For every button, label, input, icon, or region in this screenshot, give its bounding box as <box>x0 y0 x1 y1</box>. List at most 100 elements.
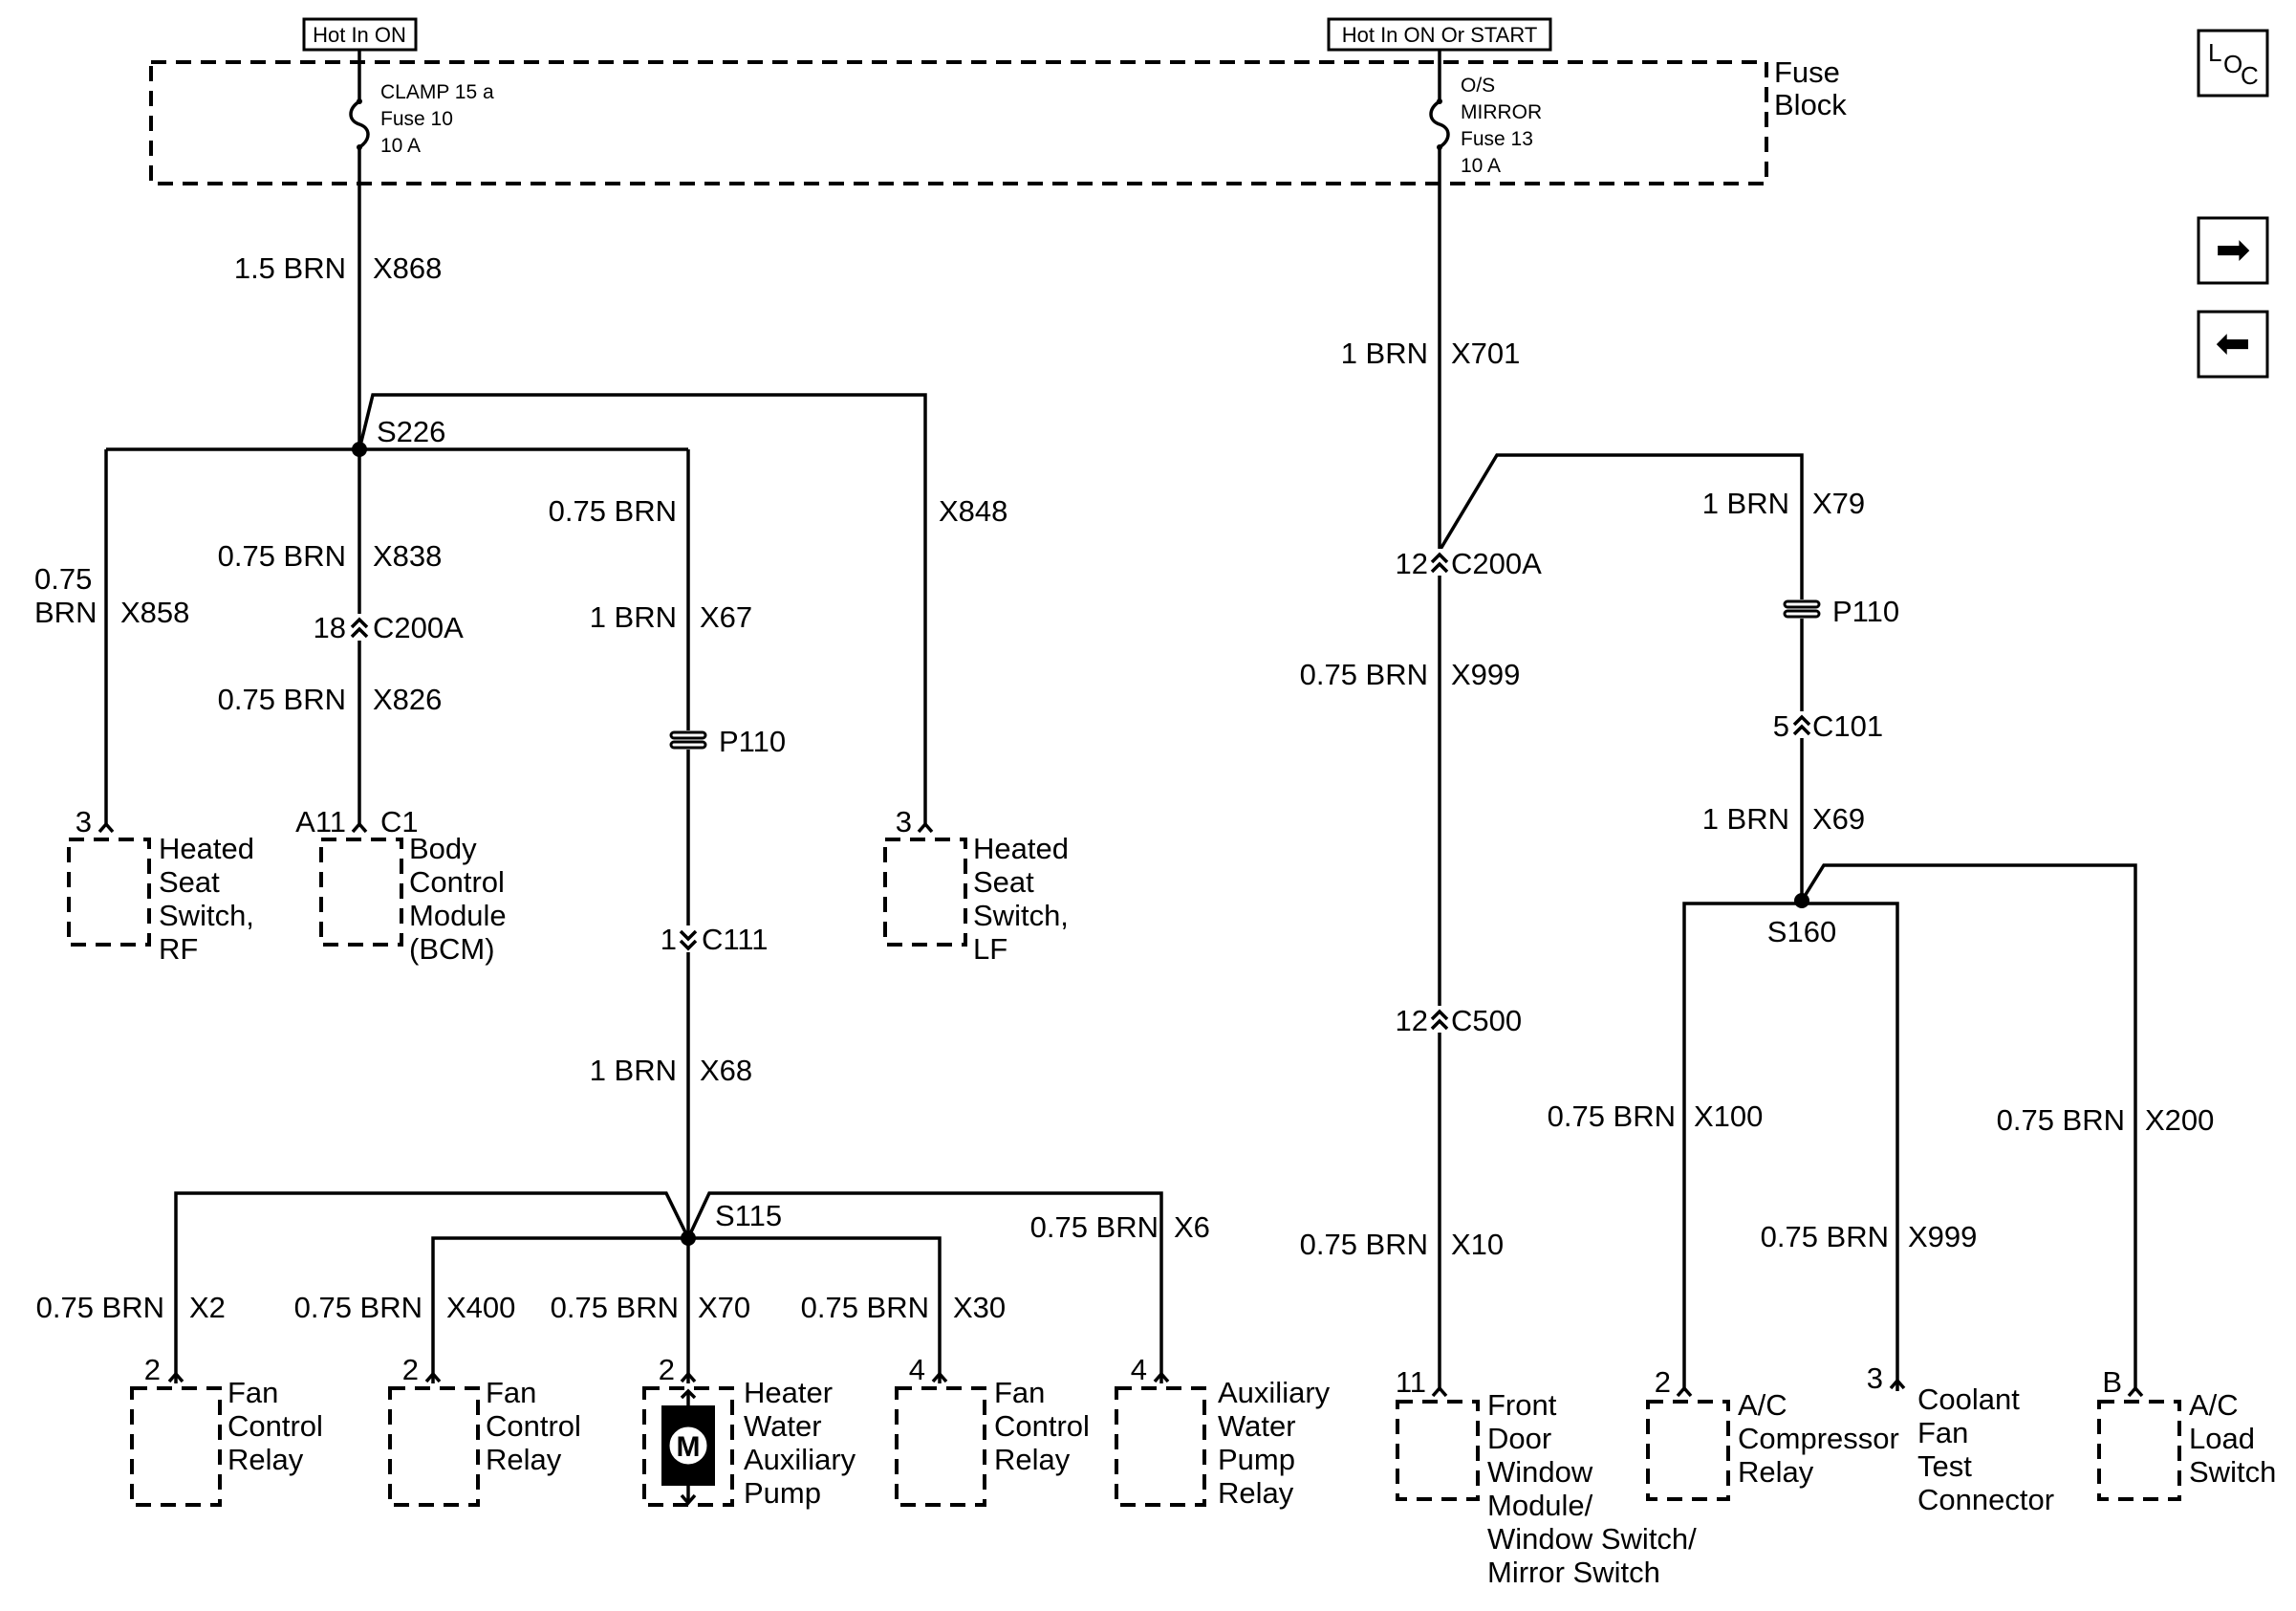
component-fan-control-relay-1 <box>130 1371 222 1507</box>
wire-x67-gauge: 1 BRN <box>590 600 677 634</box>
awpr-label-3: Pump <box>1218 1443 1295 1476</box>
acls-label-1: A/C <box>2189 1388 2239 1422</box>
door-label-3: Window <box>1487 1455 1593 1489</box>
connector-c200a-left <box>350 614 369 641</box>
fcr1-label-1: Fan <box>227 1376 278 1409</box>
wire-x848 <box>357 393 927 824</box>
source-label-right: Hot In ON Or START <box>1342 23 1538 47</box>
connector-c500-label: C500 <box>1451 1004 1522 1037</box>
fcr3-label-1: Fan <box>994 1376 1045 1409</box>
previous-page-button[interactable]: ⬅ <box>2197 310 2269 379</box>
fuse-block-outline <box>149 60 1768 185</box>
bcm-connector: C1 <box>380 805 419 838</box>
wire-x2-id: X2 <box>189 1291 226 1324</box>
door-pin: 11 <box>1396 1365 1426 1399</box>
fuse-13 <box>1429 50 1450 150</box>
wire-x838-id: X838 <box>373 539 442 573</box>
acls-pin: B <box>2102 1365 2122 1399</box>
connector-c111-pin: 1 <box>661 923 677 956</box>
cftc-label-1: Coolant <box>1917 1382 2020 1416</box>
wire-x400-id: X400 <box>446 1291 515 1324</box>
s160-bus <box>1682 902 1899 1391</box>
wire-x826-gauge: 0.75 BRN <box>218 683 346 716</box>
wire-x999b-gauge: 0.75 BRN <box>1761 1220 1889 1253</box>
connector-c200a-right <box>1430 549 1449 576</box>
wire-x701-id: X701 <box>1451 337 1520 370</box>
wire-x858-gauge-1: 0.75 <box>34 562 92 596</box>
lf-label-3: Switch, <box>973 899 1069 932</box>
splice-s115-label: S115 <box>715 1199 782 1232</box>
door-label-2: Door <box>1487 1422 1551 1455</box>
wire-x858-gauge-2: BRN <box>34 596 97 629</box>
component-heated-seat-switch-lf <box>883 821 967 947</box>
awpr-label-1: Auxiliary <box>1218 1376 1331 1409</box>
acr-label-2: Compressor <box>1738 1422 1899 1455</box>
wire-x6-id: X6 <box>1174 1210 1210 1244</box>
acr-label-1: A/C <box>1738 1388 1787 1422</box>
acr-label-3: Relay <box>1738 1455 1814 1489</box>
next-page-button[interactable]: ➡ <box>2197 216 2269 285</box>
cftc-pin: 3 <box>1867 1361 1883 1395</box>
right-arrow-icon: ➡ <box>2216 227 2251 273</box>
bcm-label-3: Module <box>409 899 507 932</box>
component-heated-seat-switch-rf <box>67 821 151 947</box>
rf-label-3: Switch, <box>159 899 254 932</box>
wire-x100-id: X100 <box>1694 1099 1763 1133</box>
fcr3-label-3: Relay <box>994 1443 1071 1476</box>
rf-label-2: Seat <box>159 865 220 899</box>
wire-x999a-gauge: 0.75 BRN <box>1300 658 1428 691</box>
wire-x999b-id: X999 <box>1908 1220 1977 1253</box>
acls-label-2: Load <box>2189 1422 2255 1455</box>
wire-x868-id: X868 <box>373 251 442 285</box>
component-coolant-fan-test-connector <box>1889 1378 1906 1390</box>
fuse10-label-1: CLAMP 15 a <box>380 81 494 103</box>
fcr2-label-2: Control <box>486 1409 581 1443</box>
wire-x70-gauge: 0.75 BRN <box>551 1291 679 1324</box>
fcr1-label-2: Control <box>227 1409 323 1443</box>
wire-x30-id: X30 <box>953 1291 1006 1324</box>
source-tag-hot-in-on: Hot In ON <box>302 17 418 52</box>
wire-x826-id: X826 <box>373 683 442 716</box>
loc-letter-o: O <box>2223 50 2242 78</box>
fuse13-label-1: O/S <box>1461 75 1495 97</box>
bcm-pin: A11 <box>295 805 346 838</box>
fuse13-label-4: 10 A <box>1461 155 1501 177</box>
motor-label: M <box>677 1431 701 1463</box>
wire-x200-id: X200 <box>2145 1103 2214 1137</box>
bcm-label-2: Control <box>409 865 505 899</box>
fuse-block-label-2: Block <box>1774 88 1847 121</box>
connector-c101-pin: 5 <box>1773 709 1789 743</box>
door-label-5: Window Switch/ <box>1487 1522 1697 1556</box>
fcr3-pin: 4 <box>909 1353 925 1386</box>
door-label-6: Mirror Switch <box>1487 1556 1660 1589</box>
wire-x999a-id: X999 <box>1451 658 1520 691</box>
wire-x848-id: X848 <box>939 494 1007 528</box>
wire-x838-gauge: 0.75 BRN <box>218 539 346 573</box>
fuse10-label-2: Fuse 10 <box>380 108 453 130</box>
acr-pin: 2 <box>1655 1365 1671 1399</box>
pump-label-2: Water <box>744 1409 822 1443</box>
component-ac-compressor-relay <box>1646 1385 1730 1501</box>
awpr-label-4: Relay <box>1218 1476 1294 1510</box>
fuse13-label-3: Fuse 13 <box>1461 128 1533 150</box>
fcr2-label-1: Fan <box>486 1376 536 1409</box>
lf-pin: 3 <box>896 805 912 838</box>
wire-x200-gauge: 0.75 BRN <box>1997 1103 2125 1137</box>
fcr1-label-3: Relay <box>227 1443 304 1476</box>
wire-x79-gauge: 1 BRN <box>1702 487 1789 520</box>
bcm-label-4: (BCM) <box>409 932 495 966</box>
wire-x69-gauge: 1 BRN <box>1702 802 1789 836</box>
wire-x6-gauge: 0.75 BRN <box>1030 1210 1159 1244</box>
fcr3-label-2: Control <box>994 1409 1090 1443</box>
loc-button[interactable]: L O C <box>2197 29 2269 98</box>
wire-x868-gauge: 1.5 BRN <box>234 251 346 285</box>
connector-p110-right <box>1783 599 1821 619</box>
wire-x79-id: X79 <box>1812 487 1865 520</box>
wire-x848-gauge: 0.75 BRN <box>549 494 677 528</box>
wire-x10-id: X10 <box>1451 1228 1504 1261</box>
lf-label-2: Seat <box>973 865 1034 899</box>
component-fan-control-relay-3 <box>895 1371 986 1507</box>
rf-label-4: RF <box>159 932 198 966</box>
connector-p110-left-label: P110 <box>719 725 786 758</box>
